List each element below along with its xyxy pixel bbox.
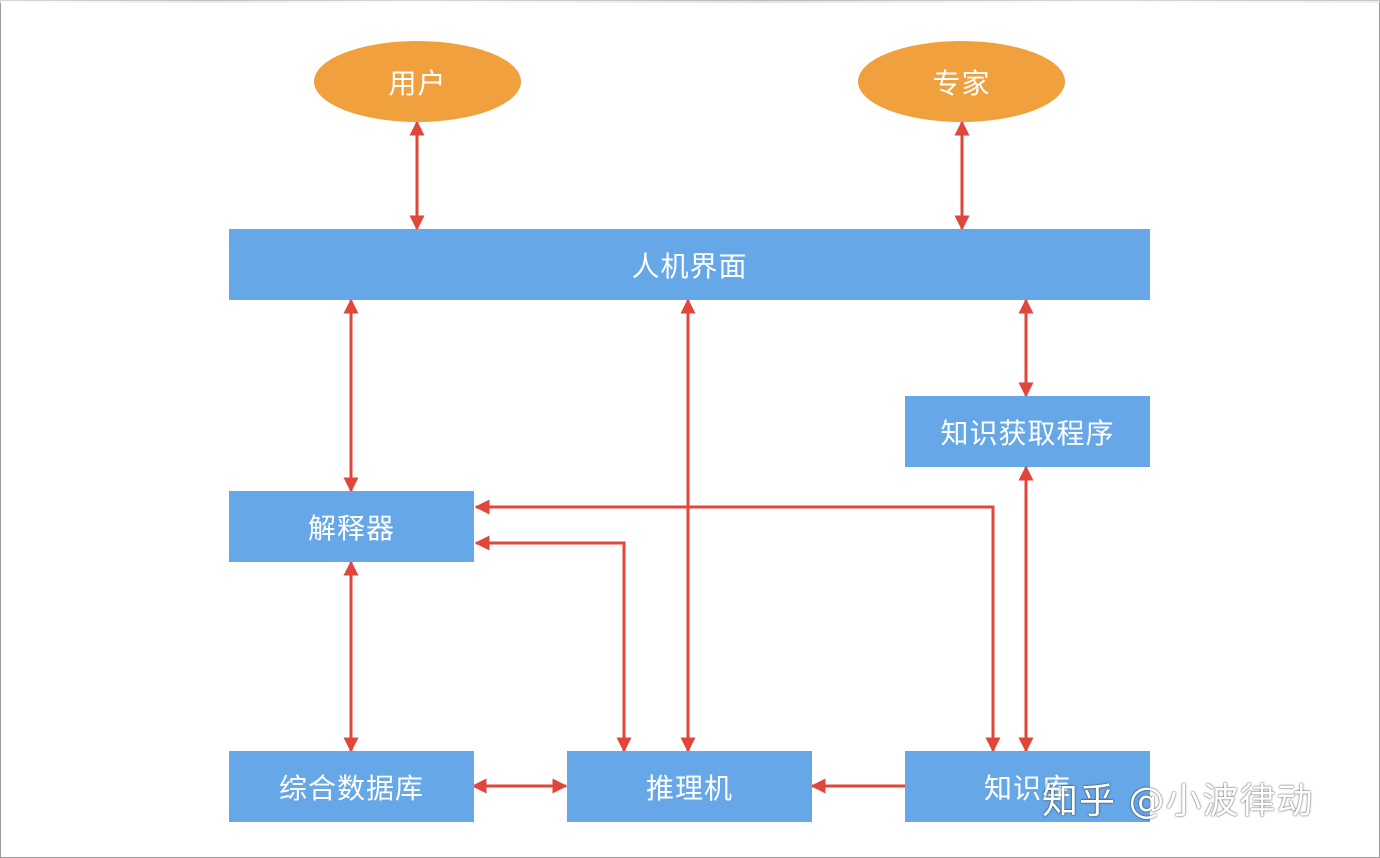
node-explainer: 解释器: [229, 491, 474, 562]
watermark: 知乎 @小波律动: [1042, 781, 1314, 822]
node-hmi: 人机界面: [229, 229, 1150, 300]
node-inference-engine: 推理机: [567, 751, 812, 822]
arrow-explainer-inference: [474, 535, 632, 753]
arrow-explainer-knowledgebase: [474, 499, 1001, 753]
node-expert: 专家: [858, 41, 1065, 122]
node-database: 综合数据库: [229, 751, 474, 822]
top-edge-strip: [0, 0, 1380, 3]
node-knowledge-base: 知识库: [905, 751, 1150, 822]
node-user: 用户: [314, 41, 521, 122]
node-knowledge-acquisition: 知识获取程序: [905, 396, 1150, 467]
